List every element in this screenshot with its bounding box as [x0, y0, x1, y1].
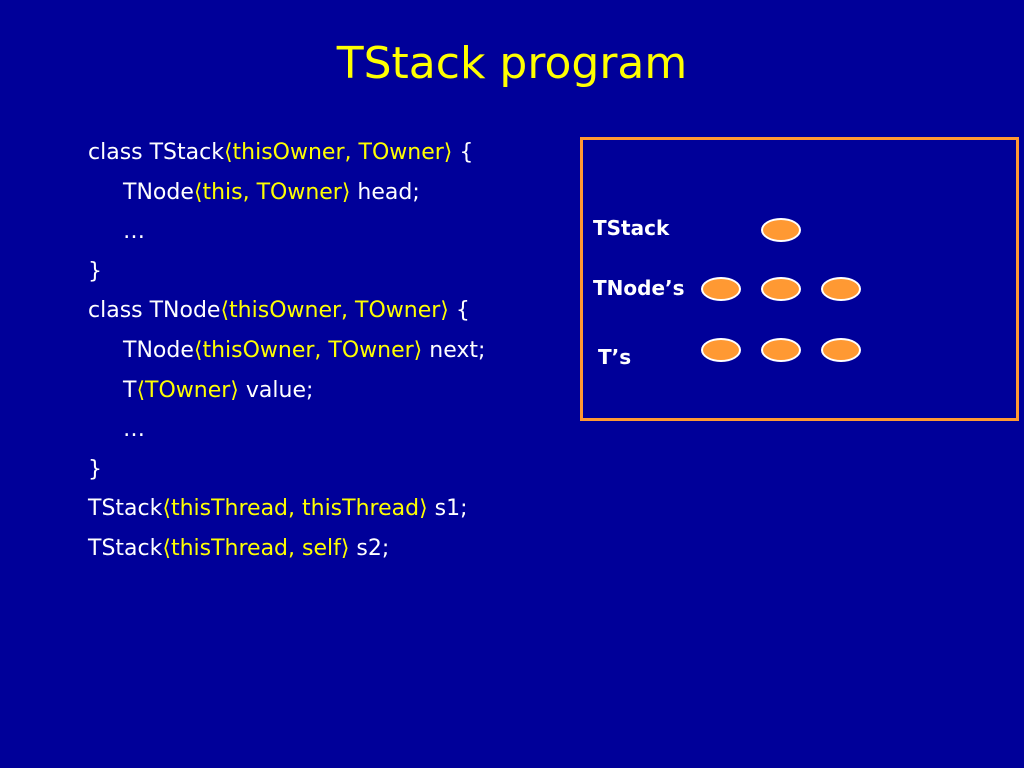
code-owner-params: ⟨TOwner⟩	[136, 377, 239, 403]
code-text: TNode	[123, 337, 194, 363]
code-line: }	[88, 450, 485, 490]
slide-title: TStack program	[336, 38, 688, 89]
code-owner-params: ⟨thisThread, thisThread⟩	[162, 496, 428, 522]
label-ts: T’s	[598, 345, 632, 369]
label-tstack: TStack	[593, 216, 670, 240]
tnodes-node	[821, 277, 861, 301]
code-owner-params: ⟨thisThread, self⟩	[162, 535, 350, 561]
label-tnodes: TNode’s	[593, 276, 685, 300]
code-text: next;	[422, 337, 486, 363]
code-line: class TNode⟨thisOwner, TOwner⟩ {	[88, 291, 485, 331]
ts-node	[761, 338, 801, 362]
code-line: TNode⟨this, TOwner⟩ head;	[88, 173, 485, 213]
code-text: s1;	[427, 496, 468, 522]
code-line: …	[88, 212, 485, 252]
code-text: head;	[350, 179, 420, 205]
code-text: T	[123, 377, 137, 403]
code-block: class TStack⟨thisOwner, TOwner⟩ {TNode⟨t…	[88, 133, 485, 569]
code-text: …	[123, 219, 145, 245]
code-text: TNode	[123, 179, 194, 205]
code-line: …	[88, 410, 485, 450]
code-owner-params: ⟨this, TOwner⟩	[193, 179, 351, 205]
code-line: TNode⟨thisOwner, TOwner⟩ next;	[88, 331, 485, 371]
code-line: }	[88, 252, 485, 292]
code-text: class TNode	[88, 298, 221, 324]
code-owner-params: ⟨thisOwner, TOwner⟩	[223, 140, 453, 165]
code-text: TStack	[88, 496, 163, 522]
code-line: T⟨TOwner⟩ value;	[88, 371, 485, 411]
code-text: TStack	[88, 535, 163, 561]
tstack-node	[761, 218, 801, 242]
code-line: TStack⟨thisThread, thisThread⟩ s1;	[88, 489, 485, 529]
tnodes-node	[761, 277, 801, 301]
tnodes-node	[701, 277, 741, 301]
ts-node	[821, 338, 861, 362]
code-text: s2;	[349, 535, 390, 561]
code-text: }	[88, 456, 102, 482]
code-line: class TStack⟨thisOwner, TOwner⟩ {	[88, 133, 485, 173]
code-text: {	[448, 298, 470, 324]
code-text: {	[452, 140, 474, 165]
code-owner-params: ⟨thisOwner, TOwner⟩	[220, 298, 449, 324]
code-text: }	[88, 258, 102, 284]
code-text: value;	[238, 377, 314, 403]
ts-node	[701, 338, 741, 362]
code-owner-params: ⟨thisOwner, TOwner⟩	[193, 337, 423, 363]
code-text: class TStack	[88, 140, 224, 165]
code-text: …	[123, 417, 145, 443]
ownership-diagram: TStack TNode’s T’s	[580, 137, 1019, 421]
code-line: TStack⟨thisThread, self⟩ s2;	[88, 529, 485, 569]
